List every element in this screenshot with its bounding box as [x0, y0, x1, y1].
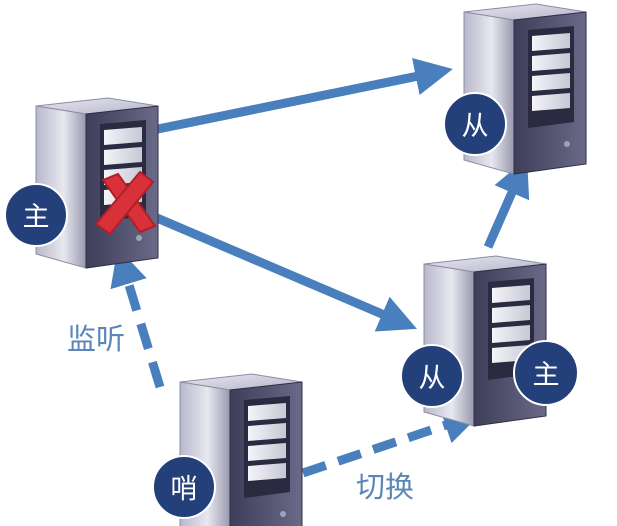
master-badge: 主 — [4, 183, 68, 247]
monitor-label: 监听 — [67, 322, 125, 356]
master-badge-label: 主 — [23, 202, 50, 233]
failure-x-icon — [94, 170, 157, 236]
switch-dashed-arrow — [301, 407, 482, 478]
slave-top-badge-label: 从 — [462, 111, 489, 142]
promoted-master-badge: 主 — [513, 340, 579, 406]
sentinel-badge-label: 哨 — [171, 474, 198, 505]
promoted-master-badge-label: 主 — [533, 360, 560, 391]
replication-arrow-master-to-slave-top — [152, 58, 453, 135]
slave-top-badge: 从 — [443, 92, 507, 156]
promoted-slave-badge: 从 — [400, 344, 464, 408]
monitor-dashed-arrow — [110, 247, 165, 389]
replication-arrow-promoted-to-slave-top — [483, 158, 530, 249]
sentinel-badge: 哨 — [152, 455, 216, 519]
edges — [110, 58, 530, 478]
replication-arrow-master-to-slave-promoted — [155, 213, 417, 332]
switch-label: 切换 — [356, 470, 414, 504]
promoted-slave-badge-label: 从 — [419, 363, 446, 394]
